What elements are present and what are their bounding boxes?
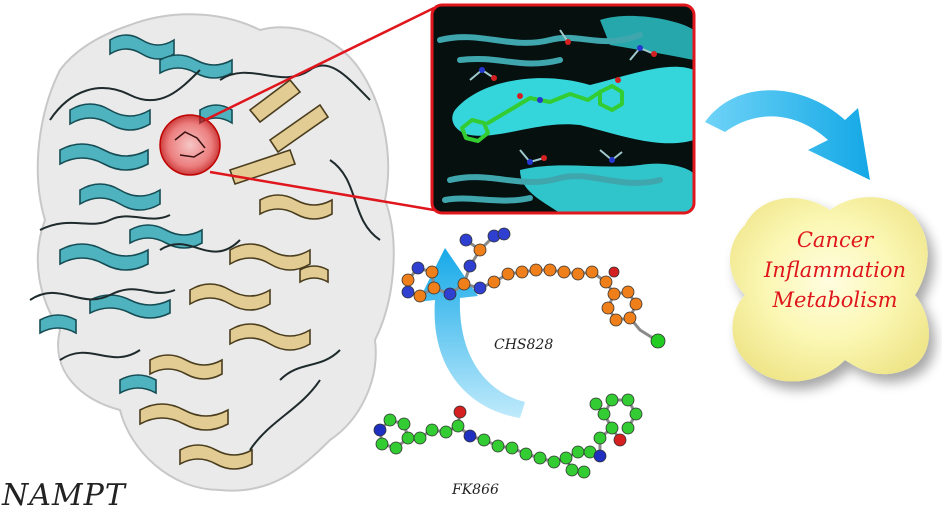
active-site-residues [174, 131, 206, 158]
protein-structure [29, 13, 395, 492]
chs828-molecule [401, 227, 666, 349]
effect-arrow [705, 90, 870, 180]
callout-line-bottom [209, 170, 435, 212]
effect-inflammation: Inflammation [763, 258, 907, 282]
effect-cancer: Cancer [796, 228, 874, 252]
active-site-highlight [159, 114, 221, 176]
protein-label: NAMPT [2, 478, 126, 513]
fk866-label: FK866 [452, 482, 499, 498]
chain-b-helices [139, 78, 333, 470]
callout-line-top [204, 6, 435, 122]
effects-list: Cancer Inflammation Metabolism [735, 225, 935, 315]
effect-metabolism: Metabolism [772, 288, 898, 312]
fk866-molecule [373, 393, 643, 479]
binding-pocket-inset [430, 3, 696, 215]
effects-blob [730, 197, 929, 382]
chs828-label: CHS828 [494, 337, 554, 353]
chain-a-helices [39, 34, 233, 395]
